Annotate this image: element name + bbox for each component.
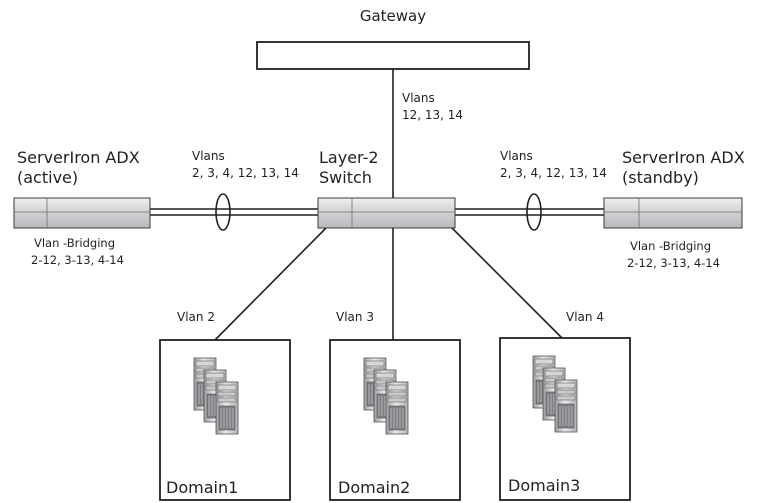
adx-active-device[interactable] xyxy=(13,197,151,229)
domain3-vlan-label: Vlan 4 xyxy=(566,310,604,324)
adx-standby-link-vlans-title: Vlans xyxy=(500,149,533,163)
domain1-vlan-label: Vlan 2 xyxy=(177,310,215,324)
adx-standby-link-vlans-list: 2, 3, 4, 12, 13, 14 xyxy=(500,166,607,180)
domain2-box[interactable]: Domain2 xyxy=(329,339,461,501)
gateway-device[interactable] xyxy=(256,41,530,70)
adx-active-bridging-title: Vlan -Bridging xyxy=(34,236,115,250)
domain3-label: Domain3 xyxy=(508,476,580,495)
domain2-label: Domain2 xyxy=(338,478,410,497)
gateway-link-vlans-list: 12, 13, 14 xyxy=(402,108,463,122)
adx-active-link-vlans-title: Vlans xyxy=(192,149,225,163)
adx-standby-bridging-list: 2-12, 3-13, 4-14 xyxy=(627,256,720,270)
domain1-box[interactable]: Domain1 xyxy=(159,339,291,501)
adx-active-role: (active) xyxy=(17,168,78,187)
adx-standby-device[interactable] xyxy=(603,197,743,229)
gateway-link-vlans-title: Vlans xyxy=(402,91,435,105)
adx-active-link-vlans-list: 2, 3, 4, 12, 13, 14 xyxy=(192,166,299,180)
domain1-label: Domain1 xyxy=(166,478,238,497)
layer2-switch-device[interactable] xyxy=(317,197,456,229)
domain2-vlan-label: Vlan 3 xyxy=(336,310,374,324)
link-aggregation-ellipse-icon xyxy=(526,193,542,231)
switch-label-line2: Switch xyxy=(319,168,372,187)
switch-label-line1: Layer-2 xyxy=(319,148,379,167)
domain3-box[interactable]: Domain3 xyxy=(499,337,631,501)
link-aggregation-ellipse-icon xyxy=(215,193,231,231)
gateway-label: Gateway xyxy=(360,7,426,25)
adx-standby-bridging-title: Vlan -Bridging xyxy=(630,239,711,253)
adx-active-bridging-list: 2-12, 3-13, 4-14 xyxy=(31,253,124,267)
adx-active-name: ServerIron ADX xyxy=(17,148,140,167)
switch-domain1-link xyxy=(214,227,327,341)
adx-standby-name: ServerIron ADX xyxy=(622,148,745,167)
switch-domain3-link xyxy=(451,227,563,339)
adx-standby-role: (standby) xyxy=(622,168,699,187)
